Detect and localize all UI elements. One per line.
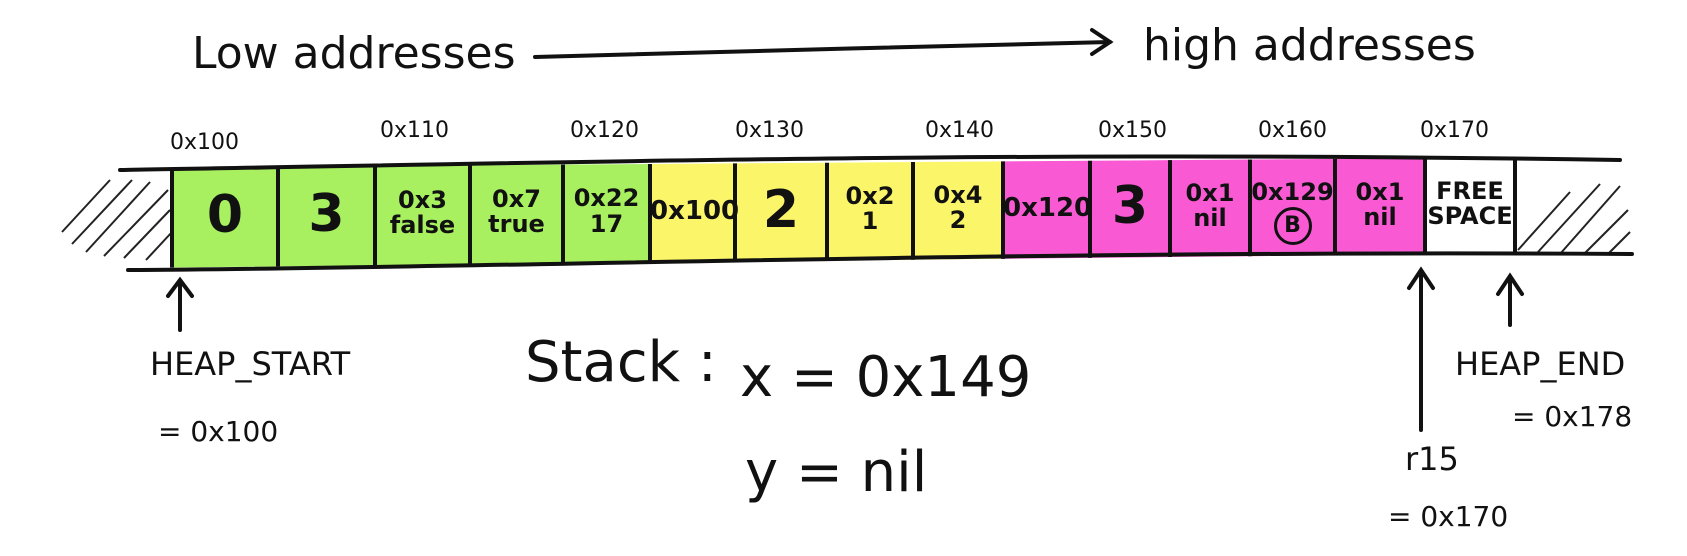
address-label: 0x140 (925, 118, 995, 143)
stack-title: Stack : (525, 330, 717, 395)
heap-cell: 0 (172, 188, 278, 243)
heap-cell-value: B (1273, 207, 1312, 246)
r15-arrow (1407, 266, 1435, 432)
heap-cell-fill (470, 164, 563, 265)
address-label: 0x100 (170, 130, 240, 155)
r15-label: r15 (1405, 440, 1459, 478)
heap-cell-value: nil (1193, 204, 1227, 233)
heap-cell-fill (1003, 160, 1090, 259)
right-hatch (1517, 183, 1631, 255)
heap-cell-fill (278, 166, 375, 267)
heap-cell-value: nil (1363, 202, 1397, 231)
heap-cell-fill (375, 165, 470, 266)
heap-cell-value: 0x4 (933, 181, 983, 210)
heap-cell-fill (1090, 160, 1170, 258)
left-hatch (61, 179, 173, 261)
heap-cell-value: false (389, 211, 456, 240)
heap-cell: 0x120 (1003, 193, 1093, 224)
heap-end-value: = 0x178 (1512, 400, 1633, 433)
heap-cell-value: 0x100 (650, 196, 740, 227)
heap-cell-value: 0x129 (1251, 178, 1334, 207)
heap-cell-fills (172, 157, 1515, 268)
heap-cell-value: 1 (861, 207, 879, 236)
heap-cell-value: 0x2 (845, 182, 895, 211)
heap-cell-value: 0x3 (398, 186, 447, 215)
heap-cell-value: 3 (1111, 176, 1149, 237)
heap-cell-fill (650, 163, 735, 263)
heap-cell: 2 (735, 179, 827, 240)
heap-cell: 0x100 (650, 196, 740, 227)
heap-start-value: = 0x100 (158, 415, 279, 448)
heap-cell-value: 0x1 (1355, 177, 1405, 206)
low-addresses-label: Low addresses (192, 28, 516, 79)
heap-cell-fill (563, 164, 650, 264)
heap-strip-outline (118, 154, 1634, 272)
heap-cell-value: 2 (949, 206, 967, 235)
heap-cell-value: 0x1 (1185, 178, 1235, 207)
address-label: 0x130 (735, 118, 805, 143)
address-label: 0x170 (1420, 118, 1490, 143)
heap-cell-value: true (488, 210, 545, 239)
heap-cell-value: 0x22 (573, 184, 640, 213)
heap-cell-value: 0x7 (492, 185, 541, 214)
heap-end-arrow (1496, 272, 1524, 327)
stack-y-value: y = nil (745, 440, 928, 505)
heap-cell-value: FREE (1436, 176, 1504, 205)
heap-start-label: HEAP_START (150, 345, 351, 383)
address-label: 0x150 (1098, 118, 1168, 143)
heap-start-arrow (166, 276, 194, 332)
heap-cell-value: 0 (206, 184, 244, 245)
address-direction-arrow (533, 28, 1114, 59)
heap-cell-fill (827, 162, 913, 261)
address-label: 0x120 (570, 118, 640, 143)
high-addresses-label: high addresses (1143, 20, 1476, 71)
heap-cell-value: 3 (308, 183, 345, 244)
heap-cell-value: SPACE (1427, 201, 1513, 230)
heap-cell-fill (1425, 157, 1515, 255)
heap-cell-dividers (170, 157, 1517, 268)
heap-cell-fill (1170, 159, 1250, 258)
heap-cell: 3 (278, 187, 375, 242)
heap-cell-value: 0x120 (1003, 193, 1093, 224)
heap-cell-fill (1335, 158, 1425, 256)
heap-end-label: HEAP_END (1455, 345, 1626, 383)
address-label: 0x110 (380, 118, 450, 143)
heap-cell-fill (172, 166, 278, 268)
heap-cell-fill (913, 161, 1003, 260)
r15-value: = 0x170 (1388, 500, 1509, 533)
heap-cell-value: 17 (589, 209, 624, 238)
heap-cell: 3 (1090, 179, 1170, 234)
heap-cell-fill (735, 162, 827, 262)
heap-cell-value: 2 (762, 179, 800, 240)
stack-x-value: x = 0x149 (740, 345, 1032, 410)
address-label: 0x160 (1258, 118, 1328, 143)
